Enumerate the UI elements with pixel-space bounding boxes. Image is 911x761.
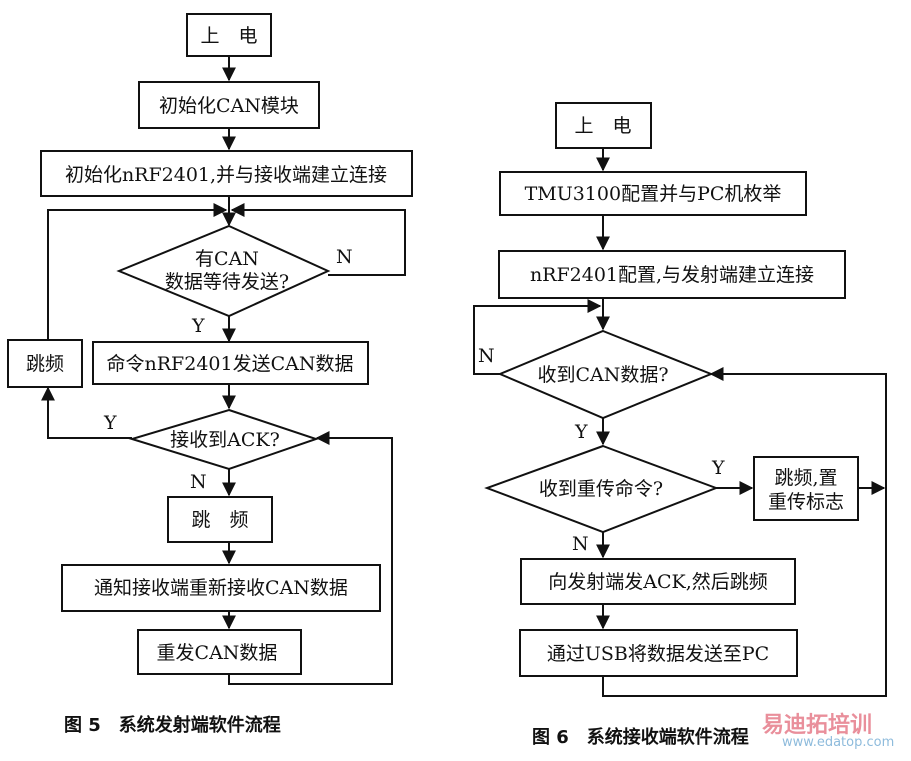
fig5-hop-label: 跳频	[26, 353, 64, 375]
fig5-label-n1: N	[336, 246, 353, 268]
fig6-ack-node: 向发射端发ACK,然后跳频	[520, 558, 796, 605]
fig6-rf-node: nRF2401配置,与发射端建立连接	[498, 250, 846, 299]
fig5-resend-node: 重发CAN数据	[137, 629, 302, 675]
fig6-hop-line2: 重传标志	[768, 491, 844, 513]
fig6-decision-recv-label: 收到CAN数据?	[537, 364, 668, 386]
fig5-decision-can-node: 有CAN 数据等待发送?	[116, 224, 331, 318]
fig6-start-node: 上 电	[555, 102, 652, 149]
fig5-label-n2: N	[190, 471, 207, 493]
fig6-label-n2: N	[572, 533, 589, 555]
fig6-label-y2: Y	[711, 457, 725, 479]
fig6-ack-label: 向发射端发ACK,然后跳频	[548, 571, 768, 593]
fig5-label-y2: Y	[103, 412, 117, 434]
fig6-decision-retx-label: 收到重传命令?	[539, 478, 663, 500]
figure6-caption: 图 6 系统接收端软件流程	[532, 727, 749, 748]
fig5-decision-can-line2: 数据等待发送?	[165, 271, 289, 293]
edge6-decision-no-loop	[473, 299, 602, 375]
fig6-label-n1: N	[478, 345, 495, 367]
fig5-send-label: 命令nRF2401发送CAN数据	[107, 353, 354, 375]
fig5-decision-can-line1: 有CAN	[195, 248, 259, 270]
watermark-brand: 易迪拓培训	[762, 713, 873, 738]
fig5-init-can-label: 初始化CAN模块	[159, 95, 299, 117]
edge-resend-loop	[228, 431, 393, 685]
fig5-start-label: 上 电	[200, 25, 257, 47]
fig6-pc-label: 通过USB将数据发送至PC	[547, 643, 769, 665]
edge-hop-loop	[47, 203, 228, 340]
fig5-notify-label: 通知接收端重新接收CAN数据	[94, 577, 348, 599]
fig5-hop2-node: 跳 频	[167, 496, 273, 543]
fig6-hop-node: 跳频,置 重传标志	[753, 456, 859, 521]
figure5-caption: 图 5 系统发射端软件流程	[64, 715, 281, 736]
fig5-label-y1: Y	[191, 315, 205, 337]
fig5-edges	[41, 56, 406, 685]
fig6-edges	[473, 148, 887, 697]
fig5-hop-node: 跳频	[7, 339, 83, 388]
fig5-decision-ack-label: 接收到ACK?	[170, 429, 280, 451]
edge-decision-no-loop	[230, 203, 406, 276]
fig5-resend-label: 重发CAN数据	[157, 642, 278, 664]
fig6-rf-label: nRF2401配置,与发射端建立连接	[530, 264, 814, 286]
fig5-init-rf-node: 初始化nRF2401,并与接收端建立连接	[40, 150, 413, 197]
fig6-tmu-node: TMU3100配置并与PC机枚举	[499, 171, 807, 216]
fig5-decision-ack-node: 接收到ACK?	[128, 408, 320, 471]
fig5-notify-node: 通知接收端重新接收CAN数据	[61, 564, 381, 612]
fig5-send-node: 命令nRF2401发送CAN数据	[92, 341, 369, 385]
fig5-init-rf-label: 初始化nRF2401,并与接收端建立连接	[65, 164, 387, 186]
fig5-start-node: 上 电	[186, 13, 272, 57]
edge-ack-yes-hop	[41, 386, 132, 439]
edge6-pc-loop	[602, 367, 887, 697]
fig6-decision-recv-node: 收到CAN数据?	[497, 329, 714, 420]
fig6-label-y1: Y	[574, 421, 588, 443]
fig6-tmu-label: TMU3100配置并与PC机枚举	[525, 183, 782, 205]
fig5-hop2-label: 跳 频	[191, 509, 248, 531]
fig6-decision-retx-node: 收到重传命令?	[484, 444, 719, 534]
fig6-start-label: 上 电	[574, 115, 631, 137]
fig6-hop-line1: 跳频,置	[774, 467, 837, 489]
watermark-url: www.edatop.com	[782, 735, 895, 750]
fig6-pc-node: 通过USB将数据发送至PC	[519, 629, 798, 677]
fig5-init-can-node: 初始化CAN模块	[138, 81, 320, 129]
